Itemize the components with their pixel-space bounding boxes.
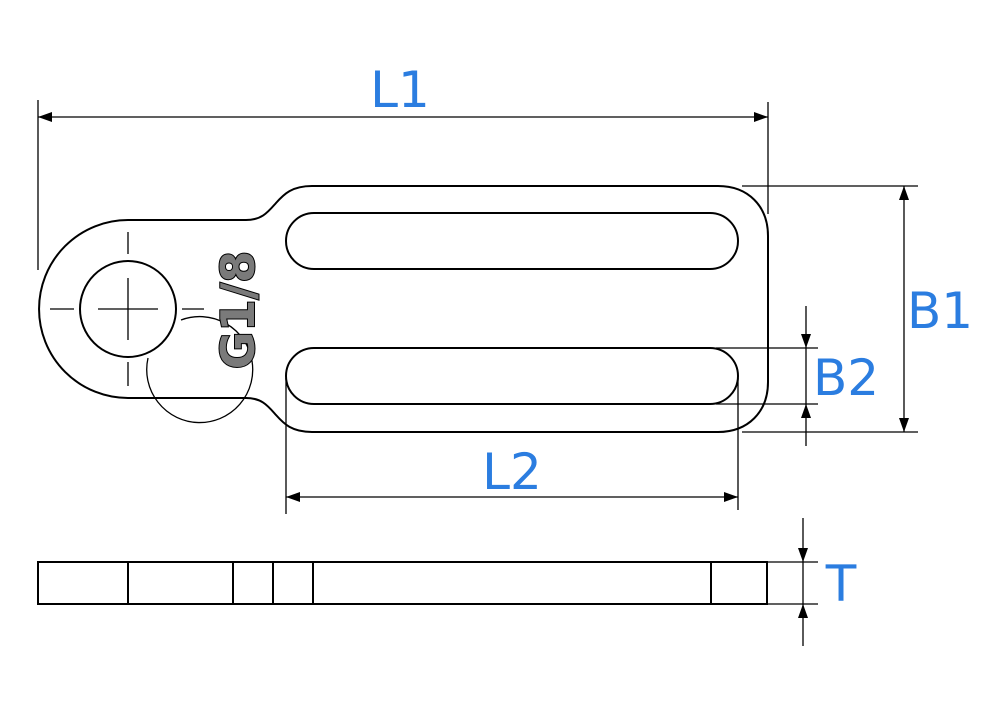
center-mark — [50, 232, 204, 386]
dimension-b2 — [716, 306, 818, 446]
lower-slot — [285, 347, 739, 405]
upper-slot — [285, 212, 739, 270]
label-t: T — [825, 555, 857, 613]
port-hole — [79, 260, 254, 424]
part-outline — [38, 185, 769, 433]
dimension-l1 — [37, 100, 769, 270]
label-b2: B2 — [813, 349, 879, 407]
top-view: G1/8 — [38, 185, 769, 433]
dimension-b1 — [742, 185, 918, 433]
label-b1: B1 — [907, 282, 973, 340]
label-l2: L2 — [482, 443, 542, 501]
dimension-l2 — [285, 378, 739, 514]
part-marking: G1/8 — [211, 251, 265, 370]
side-view — [37, 561, 768, 605]
label-l1: L1 — [370, 61, 430, 119]
dimension-t — [767, 518, 818, 646]
